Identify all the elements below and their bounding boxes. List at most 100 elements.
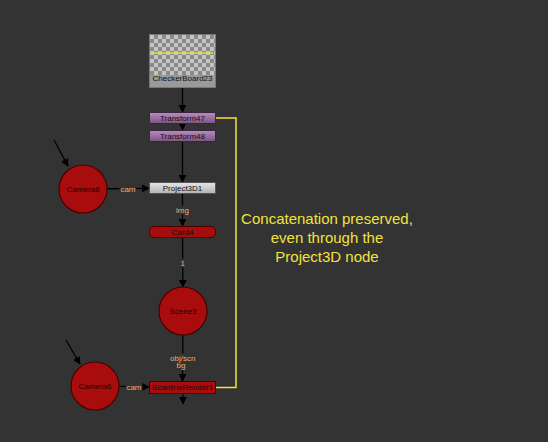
checker-cell xyxy=(150,43,154,47)
checker-cell xyxy=(202,47,206,51)
checker-cell xyxy=(198,35,202,39)
circle-node: Scene3 xyxy=(158,286,208,336)
input-label: 1 xyxy=(179,258,185,267)
node-label: Transform47 xyxy=(160,114,205,123)
node-box: Project3D1 xyxy=(149,182,216,194)
checker-cell xyxy=(182,55,186,59)
checker-cell xyxy=(206,59,210,63)
checker-cell xyxy=(202,63,206,67)
checker-cell xyxy=(158,63,162,67)
node-label: Transform48 xyxy=(160,132,205,141)
checker-cell xyxy=(162,59,166,63)
node-label: Project3D1 xyxy=(163,184,203,193)
checker-cell xyxy=(202,55,206,59)
checker-cell xyxy=(182,63,186,67)
checker-cell xyxy=(150,55,154,59)
checker-cell xyxy=(170,67,174,71)
checker-cell xyxy=(158,35,162,39)
checker-cell xyxy=(194,35,198,39)
checker-cell xyxy=(214,59,215,63)
checker-cell xyxy=(170,39,174,43)
checker-cell xyxy=(170,35,174,39)
annotation-note: Concatenation preserved, even through th… xyxy=(237,209,417,266)
node-label: Camera6 xyxy=(79,382,112,391)
checker-cell xyxy=(178,67,182,71)
checker-cell xyxy=(178,55,182,59)
checker-cell xyxy=(214,51,215,55)
checker-cell xyxy=(158,59,162,63)
checker-cell xyxy=(186,39,190,43)
checker-cell xyxy=(190,35,194,39)
checker-cell xyxy=(162,39,166,43)
checker-cell xyxy=(174,35,178,39)
checker-cell xyxy=(178,63,182,67)
checker-cell xyxy=(166,47,170,51)
checker-cell xyxy=(182,35,186,39)
checker-cell xyxy=(150,67,154,71)
checker-cell xyxy=(202,67,206,71)
checker-cell xyxy=(174,47,178,51)
checker-cell xyxy=(214,47,215,51)
checker-cell xyxy=(162,35,166,39)
checker-cell xyxy=(162,43,166,47)
checker-cell xyxy=(206,67,210,71)
circle-shape xyxy=(71,362,119,410)
checker-cell xyxy=(174,55,178,59)
checker-cell xyxy=(194,67,198,71)
checker-cell xyxy=(190,55,194,59)
checker-cell xyxy=(166,43,170,47)
checker-cell xyxy=(182,59,186,63)
checker-cell xyxy=(154,55,158,59)
checker-cell xyxy=(198,55,202,59)
input-label: cam xyxy=(119,184,136,193)
checker-cell xyxy=(166,67,170,71)
checker-cell xyxy=(198,39,202,43)
checker-cell xyxy=(214,63,215,67)
checker-cell xyxy=(186,47,190,51)
checker-cell xyxy=(214,55,215,59)
checker-cell xyxy=(158,43,162,47)
checker-cell xyxy=(186,59,190,63)
checker-cell xyxy=(154,59,158,63)
checker-cell xyxy=(210,67,214,71)
checker-cell xyxy=(210,63,214,67)
checker-cell xyxy=(182,67,186,71)
checker-cell xyxy=(190,63,194,67)
checker-cell xyxy=(178,35,182,39)
checker-cell xyxy=(154,35,158,39)
checker-cell xyxy=(194,59,198,63)
checker-cell xyxy=(198,67,202,71)
pipe-connector xyxy=(182,142,183,182)
node-box: Card4 xyxy=(149,226,216,238)
checker-cell xyxy=(202,39,206,43)
checker-cell xyxy=(166,63,170,67)
checker-cell xyxy=(182,43,186,47)
checker-cell xyxy=(158,39,162,43)
node-box: Transform48 xyxy=(149,130,216,142)
checker-cell xyxy=(186,63,190,67)
checker-line xyxy=(152,52,213,54)
checker-cell xyxy=(202,35,206,39)
pipe-connector xyxy=(182,88,183,112)
pipe-connector xyxy=(216,118,236,388)
checker-cell xyxy=(210,35,214,39)
checker-cell xyxy=(206,39,210,43)
checker-cell xyxy=(174,63,178,67)
checker-cell xyxy=(198,43,202,47)
node-box: Transform47 xyxy=(149,112,216,124)
output-pipe xyxy=(182,394,183,404)
checker-cell xyxy=(194,43,198,47)
checker-cell xyxy=(186,55,190,59)
checker-cell xyxy=(150,59,154,63)
checker-cell xyxy=(210,43,214,47)
input-pipe xyxy=(66,340,80,364)
circle-node: Camera8 xyxy=(58,164,108,214)
checker-cell xyxy=(182,47,186,51)
checker-cell xyxy=(210,55,214,59)
checker-cell xyxy=(206,47,210,51)
checker-cell xyxy=(182,39,186,43)
checker-cell xyxy=(190,67,194,71)
checker-cell xyxy=(210,39,214,43)
checker-cell xyxy=(198,47,202,51)
checker-cell xyxy=(162,47,166,51)
